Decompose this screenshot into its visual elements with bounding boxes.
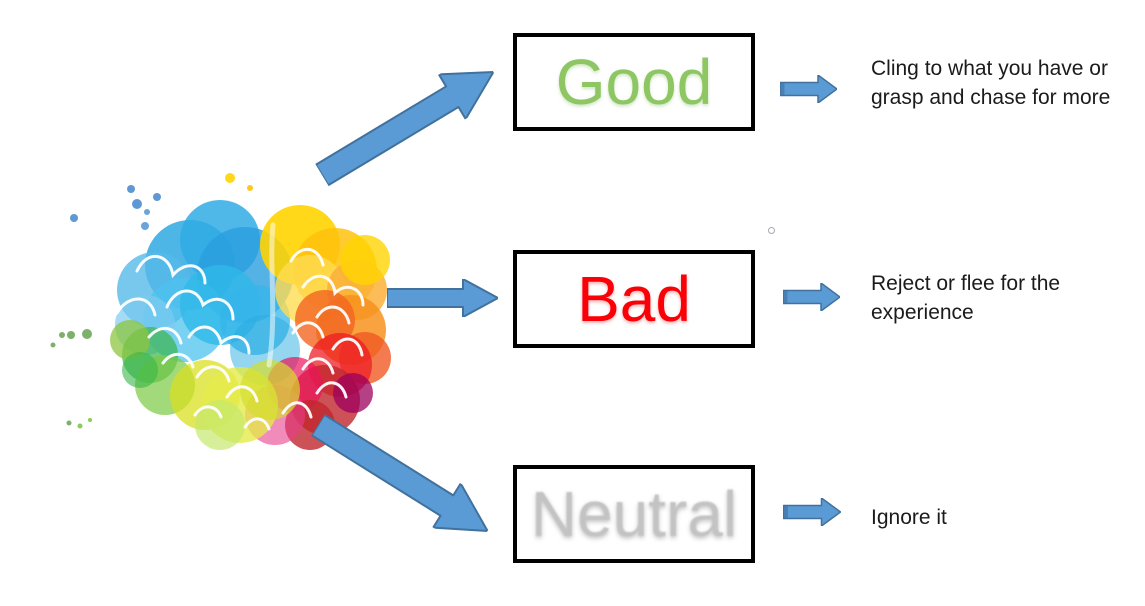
bad-description: Reject or flee for the experience [871,272,1061,324]
neutral-description: Ignore it [871,506,947,529]
good-description: Cling to what you have or grasp and chas… [871,57,1111,109]
arrow-brain-to-neutral [310,413,489,532]
arrow-bad-to-description [783,283,840,311]
splash-dots [50,173,253,429]
arrow-neutral-to-description [783,498,841,526]
bad-label: Bad [577,263,691,335]
arrow-brain-to-good [314,70,495,187]
neutral-label: Neutral [530,478,738,550]
brain-illustration-icon [50,173,391,450]
small-ring-decoration [768,227,775,234]
arrow-brain-to-bad [387,279,498,317]
good-box: Good [513,33,755,131]
good-label: Good [555,46,713,118]
neutral-box: Neutral [513,465,755,563]
bad-box: Bad [513,250,755,348]
arrow-good-to-description [780,75,837,103]
